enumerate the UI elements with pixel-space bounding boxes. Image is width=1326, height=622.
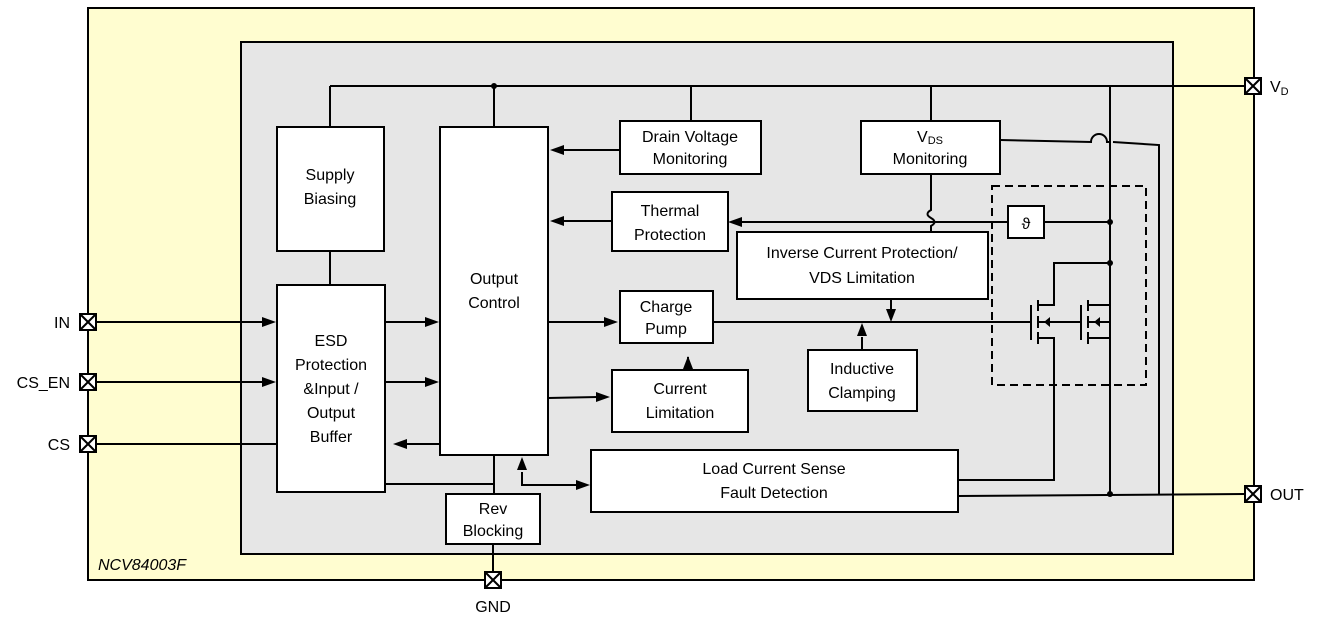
thermal-sensor-icon: ϑ bbox=[1007, 205, 1045, 239]
pin-vd: VD bbox=[1244, 77, 1289, 98]
inverse-current-protection-block: Inverse Current Protection/ VDS Limitati… bbox=[736, 231, 989, 300]
arrowheads bbox=[262, 145, 896, 490]
inductive-clamping-block: Inductive Clamping bbox=[807, 349, 918, 412]
svg-text:ϑ: ϑ bbox=[1022, 216, 1031, 233]
svg-text:Current: Current bbox=[653, 381, 707, 398]
pin-in: IN bbox=[54, 313, 97, 332]
svg-text:VD: VD bbox=[1270, 79, 1289, 98]
svg-text:Load Current Sense: Load Current Sense bbox=[702, 461, 845, 478]
svg-text:OUT: OUT bbox=[1270, 487, 1304, 504]
svg-text:Monitoring: Monitoring bbox=[653, 151, 728, 168]
svg-text:Inverse Current Protection/: Inverse Current Protection/ bbox=[766, 245, 958, 262]
svg-text:Thermal: Thermal bbox=[641, 203, 700, 220]
output-control-block: Output Control bbox=[439, 126, 549, 456]
svg-text:Drain Voltage: Drain Voltage bbox=[642, 129, 738, 146]
svg-text:Output: Output bbox=[470, 271, 519, 288]
svg-text:Rev: Rev bbox=[479, 501, 507, 518]
supply-biasing-block: Supply Biasing bbox=[276, 126, 385, 252]
junction-dots bbox=[491, 83, 1113, 497]
svg-text:Biasing: Biasing bbox=[304, 191, 356, 208]
svg-text:Supply: Supply bbox=[306, 167, 355, 184]
svg-text:Protection: Protection bbox=[295, 357, 367, 374]
esd-protection-block: ESD Protection &Input / Output Buffer bbox=[276, 284, 386, 493]
svg-text:Charge: Charge bbox=[640, 299, 693, 316]
svg-text:Pump: Pump bbox=[645, 321, 687, 338]
svg-text:Protection: Protection bbox=[634, 227, 706, 244]
part-number-label: NCV84003F bbox=[98, 557, 187, 574]
pin-gnd: GND bbox=[475, 571, 511, 616]
rev-blocking-block: Rev Blocking bbox=[445, 493, 541, 545]
svg-text:ESD: ESD bbox=[315, 333, 348, 350]
power-stage-outline bbox=[991, 185, 1147, 386]
pin-cs-en: CS_EN bbox=[17, 373, 97, 392]
pin-cs: CS bbox=[48, 435, 97, 454]
svg-text:Monitoring: Monitoring bbox=[893, 151, 968, 168]
svg-text:CS: CS bbox=[48, 437, 70, 454]
svg-text:Output: Output bbox=[307, 405, 356, 422]
svg-text:Blocking: Blocking bbox=[463, 523, 523, 540]
svg-text:VDS: VDS bbox=[917, 129, 943, 147]
current-limitation-block: Current Limitation bbox=[611, 369, 749, 433]
drain-voltage-monitoring-block: Drain Voltage Monitoring bbox=[619, 120, 762, 175]
svg-text:IN: IN bbox=[54, 315, 70, 332]
load-current-sense-block: Load Current Sense Fault Detection bbox=[590, 449, 959, 513]
svg-text:Buffer: Buffer bbox=[310, 429, 353, 446]
svg-text:Clamping: Clamping bbox=[828, 385, 896, 402]
svg-text:VDS Limitation: VDS Limitation bbox=[809, 270, 915, 287]
vds-monitoring-block: VDS Monitoring bbox=[860, 120, 1001, 175]
svg-text:Fault Detection: Fault Detection bbox=[720, 485, 828, 502]
pin-out: OUT bbox=[1244, 485, 1304, 504]
svg-text:Limitation: Limitation bbox=[646, 405, 714, 422]
wiring bbox=[96, 85, 1246, 573]
svg-text:Inductive: Inductive bbox=[830, 361, 894, 378]
charge-pump-block: Charge Pump bbox=[619, 290, 714, 344]
svg-text:Control: Control bbox=[468, 295, 520, 312]
svg-text:&Input /: &Input / bbox=[303, 381, 359, 398]
thermal-protection-block: Thermal Protection bbox=[611, 191, 729, 252]
svg-text:CS_EN: CS_EN bbox=[17, 375, 70, 392]
svg-text:GND: GND bbox=[475, 599, 511, 616]
